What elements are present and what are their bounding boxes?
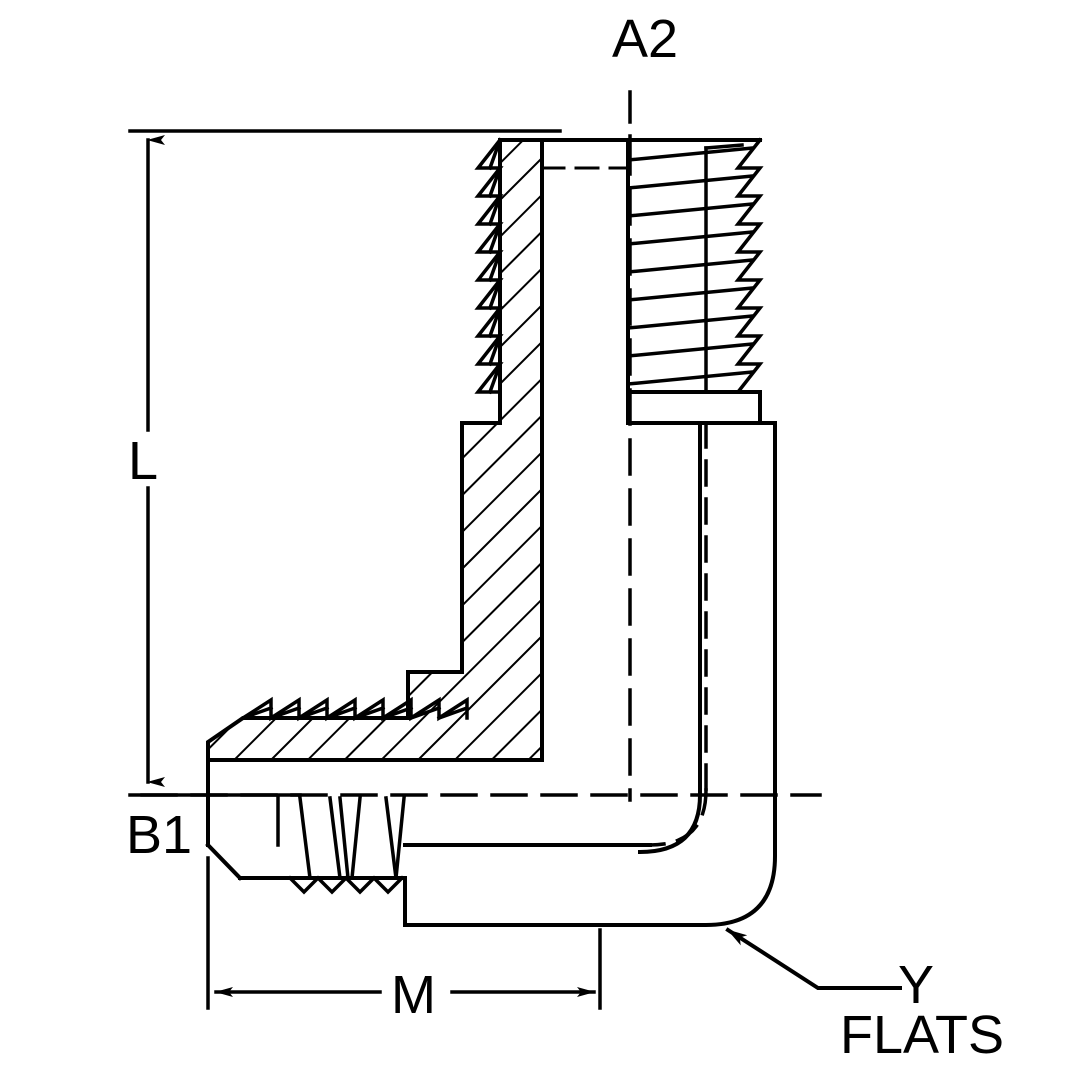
- sectioned-body: [206, 138, 544, 762]
- vertical-left-thread: [474, 137, 504, 395]
- dimension-M: [206, 856, 602, 1010]
- horizontal-port-body: [205, 758, 652, 927]
- dimension-label-b1: B1: [126, 805, 193, 865]
- dimension-label-a2: A2: [612, 9, 679, 69]
- dimension-label-y: Y: [898, 955, 935, 1015]
- dimension-label-m: M: [391, 965, 436, 1025]
- leader-y-flats: [725, 927, 902, 990]
- dimension-label-l: L: [128, 431, 159, 491]
- horizontal-upper-thread: [240, 696, 470, 722]
- bore-hidden-lines: [403, 421, 708, 847]
- right-outer-wall: [403, 421, 777, 927]
- dimension-L: [128, 129, 562, 797]
- horizontal-front-thread: [276, 796, 406, 895]
- vertical-right-thread: [626, 137, 777, 425]
- dimension-label-flats: FLATS: [840, 1005, 1005, 1065]
- part-geometry: [128, 90, 902, 1010]
